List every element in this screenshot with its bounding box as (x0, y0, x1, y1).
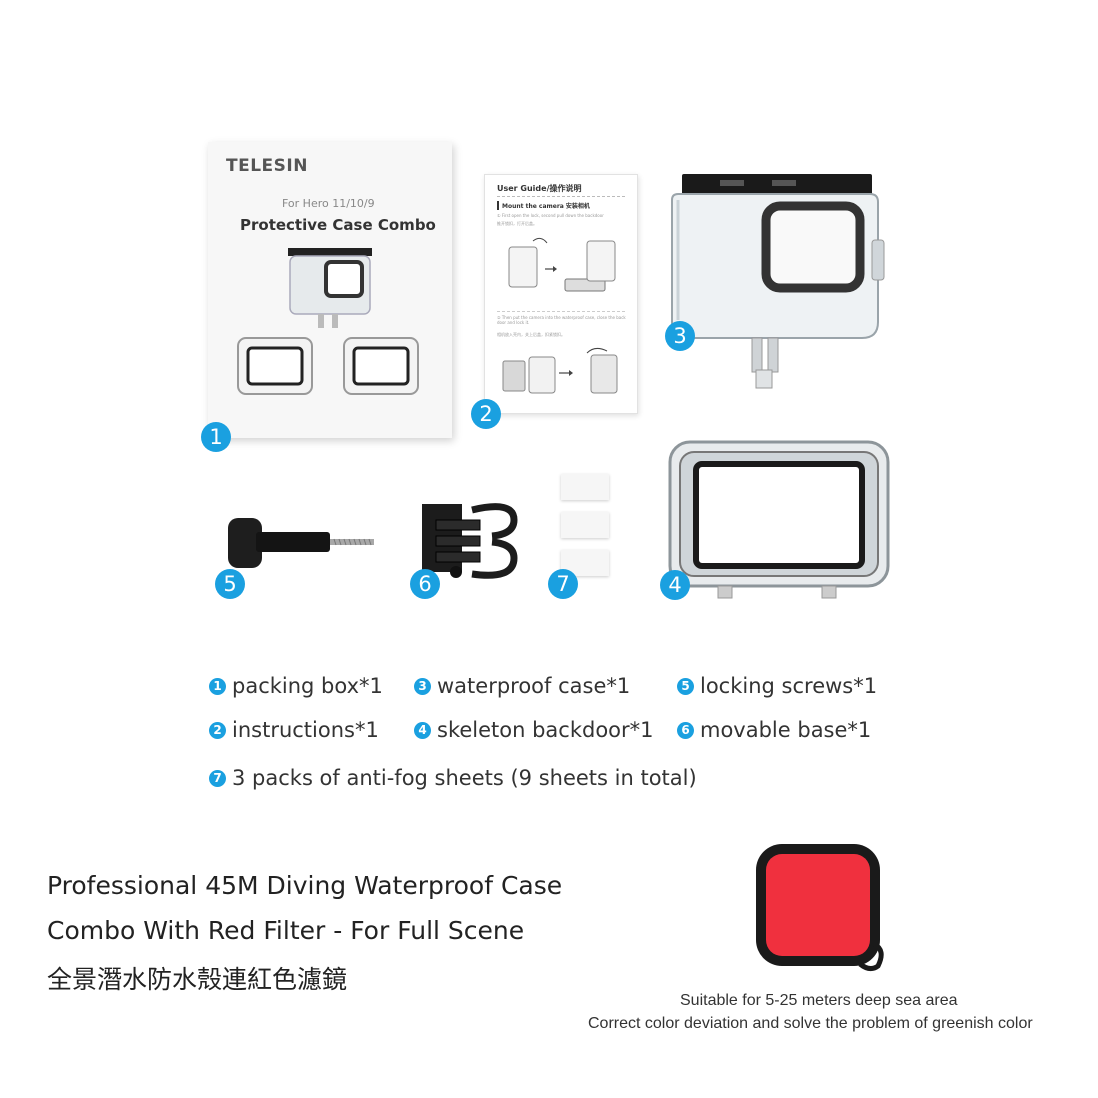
legend-item-4: 4 skeleton backdoor*1 (414, 717, 654, 742)
legend-num-5: 5 (677, 678, 694, 695)
legend-text-3: waterproof case*1 (437, 674, 631, 698)
legend-num-3: 3 (414, 678, 431, 695)
locking-screw (228, 518, 374, 568)
guide-step-1: ① First open the lock, second pull down … (497, 213, 604, 218)
legend-text-7: 3 packs of anti-fog sheets (9 sheets in … (232, 766, 697, 790)
item-badge-1: 1 (201, 422, 231, 452)
legend-item-3: 3 waterproof case*1 (414, 673, 630, 698)
packing-box: TELESIN For Hero 11/10/9 Protective Case… (208, 142, 452, 438)
item-badge-4: 4 (660, 570, 690, 600)
red-filter (756, 844, 884, 972)
legend-num-2: 2 (209, 722, 226, 739)
guide-step-2: ② Then put the camera into the waterproo… (497, 315, 626, 325)
item-badge-7: 7 (548, 569, 578, 599)
item-badge-6: 6 (410, 569, 440, 599)
legend-text-4: skeleton backdoor*1 (437, 718, 654, 742)
legend-item-1: 1 packing box*1 (209, 673, 383, 698)
anti-fog-sheet-2 (561, 512, 609, 538)
legend-item-5: 5 locking screws*1 (677, 673, 877, 698)
skeleton-backdoor (668, 440, 890, 599)
guide-step2-illustration (502, 347, 618, 394)
guide-step1-illustration (508, 237, 616, 292)
instruction-sheet: User Guide/操作说明 Mount the camera 安装相机 ① … (484, 174, 638, 414)
legend-text-5: locking screws*1 (700, 674, 878, 698)
legend-item-2: 2 instructions*1 (209, 717, 379, 742)
filter-caption-color: Correct color deviation and solve the pr… (588, 1015, 1033, 1032)
guide-step-2-cn: 相机放入壳内，关上后盖，扣紧锁扣。 (497, 332, 565, 337)
box-model: For Hero 11/10/9 (282, 197, 375, 210)
legend-text-1: packing box*1 (232, 674, 383, 698)
legend-num-1: 1 (209, 678, 226, 695)
legend-num-4: 4 (414, 722, 431, 739)
guide-divider (497, 196, 625, 197)
legend-text-2: instructions*1 (232, 718, 379, 742)
waterproof-case (671, 174, 885, 389)
guide-section-1: Mount the camera 安装相机 (497, 201, 590, 210)
legend-item-7: 7 3 packs of anti-fog sheets (9 sheets in… (209, 765, 697, 790)
guide-step-1-cn: 推开锁扣，打开后盖。 (497, 221, 537, 226)
item-badge-2: 2 (471, 399, 501, 429)
guide-divider-2 (497, 311, 625, 312)
headline-line-1: Professional 45M Diving Waterproof Case (47, 871, 563, 900)
legend-text-6: movable base*1 (700, 718, 872, 742)
anti-fog-sheet-1 (561, 474, 609, 500)
legend-num-6: 6 (677, 722, 694, 739)
item-badge-3: 3 (665, 321, 695, 351)
filter-caption-depth: Suitable for 5-25 meters deep sea area (680, 992, 958, 1009)
box-case-illustration (288, 248, 372, 328)
movable-base (422, 503, 518, 579)
box-backdoor-illustration-left (237, 337, 313, 395)
legend-num-7: 7 (209, 770, 226, 787)
guide-title: User Guide/操作说明 (497, 184, 582, 193)
box-brand: TELESIN (226, 156, 308, 176)
box-product: Protective Case Combo (240, 216, 436, 234)
headline-line-2: Combo With Red Filter - For Full Scene (47, 916, 525, 945)
headline-line-3: 全景潛水防水殼連紅色濾鏡 (47, 965, 348, 994)
legend-item-6: 6 movable base*1 (677, 717, 871, 742)
box-backdoor-illustration-right (343, 337, 419, 395)
item-badge-5: 5 (215, 569, 245, 599)
